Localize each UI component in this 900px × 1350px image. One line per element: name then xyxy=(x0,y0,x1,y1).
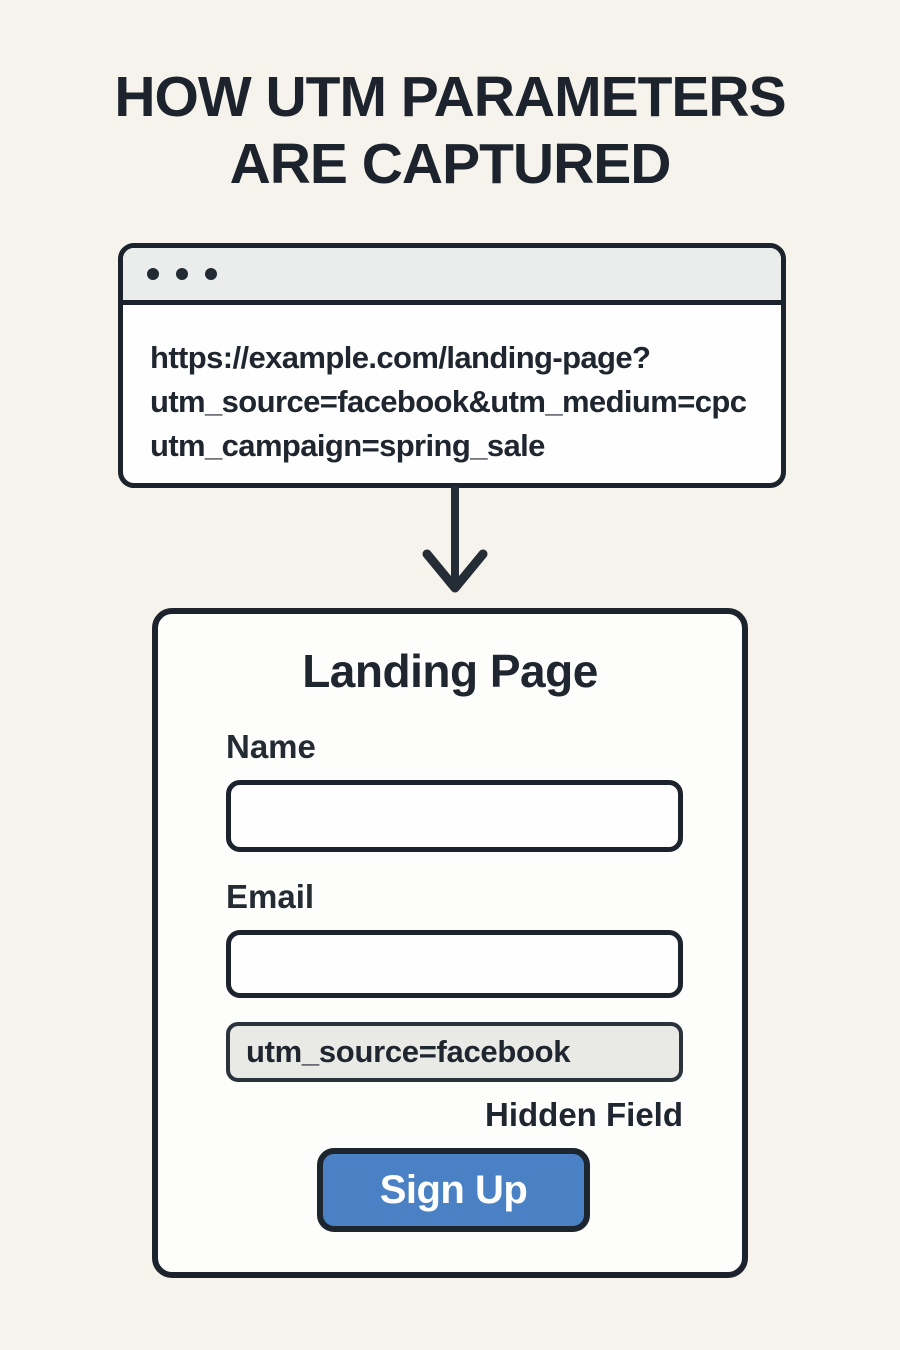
signup-button[interactable]: Sign Up xyxy=(317,1148,590,1232)
traffic-light-close-icon[interactable] xyxy=(147,268,159,280)
down-arrow-icon xyxy=(422,486,488,593)
hidden-utm-field-value: utm_source=facebook xyxy=(246,1034,571,1069)
url-line-3: utm_campaign=spring_sale xyxy=(150,428,545,463)
browser-titlebar xyxy=(123,248,781,305)
name-label: Name xyxy=(226,728,316,765)
traffic-light-minimize-icon[interactable] xyxy=(176,268,188,280)
landing-page-card: Landing Page Name Email utm_source=faceb… xyxy=(152,608,748,1278)
name-input[interactable] xyxy=(226,780,683,852)
url-text-block: https://example.com/landing-page? utm_so… xyxy=(123,305,781,468)
url-line-1: https://example.com/landing-page? xyxy=(150,340,651,375)
page-title-line-1: HOW UTM PARAMETERS xyxy=(114,65,786,129)
page-title: HOW UTM PARAMETERS ARE CAPTURED xyxy=(0,64,900,197)
email-label: Email xyxy=(226,878,315,915)
email-input[interactable] xyxy=(226,930,683,998)
page-title-line-2: ARE CAPTURED xyxy=(229,131,672,196)
traffic-light-maximize-icon[interactable] xyxy=(205,268,217,280)
landing-page-title: Landing Page xyxy=(302,645,598,697)
url-line-2: utm_source=facebook&utm_medium=cpc xyxy=(150,384,747,419)
browser-window: https://example.com/landing-page? utm_so… xyxy=(118,243,786,488)
hidden-utm-field[interactable]: utm_source=facebook xyxy=(226,1022,683,1082)
hidden-field-caption: Hidden Field xyxy=(485,1096,683,1133)
